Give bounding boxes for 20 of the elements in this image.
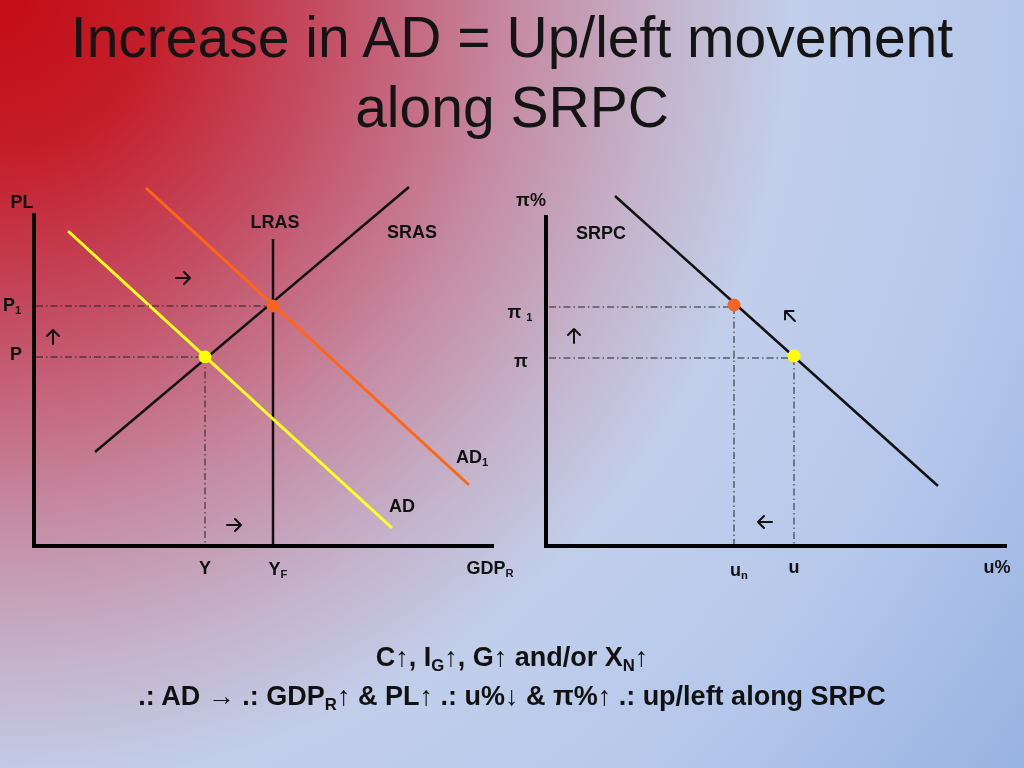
curve-label: SRPC [576,224,626,244]
curve-label: AD$_{1}$ [455,448,489,468]
tick-label: Y [199,559,211,579]
axis-label: GDP$_{R}$ [466,559,514,579]
curve-label: SRAS [387,223,437,243]
curve-label: LRAS [250,213,300,233]
tick-label: u$_{n}$ [730,561,748,581]
slide-title: Increase in AD = Up/left movement along SRPC [69,4,955,141]
tick-label: P [10,345,22,365]
axis-label: PL [10,193,34,213]
summary-text: .: AD → .: GDP$_{R}$↑ & PL↑ .: u%↓ & π%↑ .: up/left along SRPC [138,682,886,712]
curve-label: AD [389,497,415,517]
summary-text: C↑, I$_{G}$↑, G↑ and/or X$_{N}$↑ [375,643,649,673]
tick-label: P$_{1}$ [2,296,22,316]
tick-label: Y$_{F}$ [268,560,288,580]
axis-label: π% [516,191,546,211]
axis-label: u% [983,558,1011,578]
tick-label: π $_{1}$ [507,303,533,323]
tick-label: u [788,558,800,578]
tick-label: π [514,352,528,372]
